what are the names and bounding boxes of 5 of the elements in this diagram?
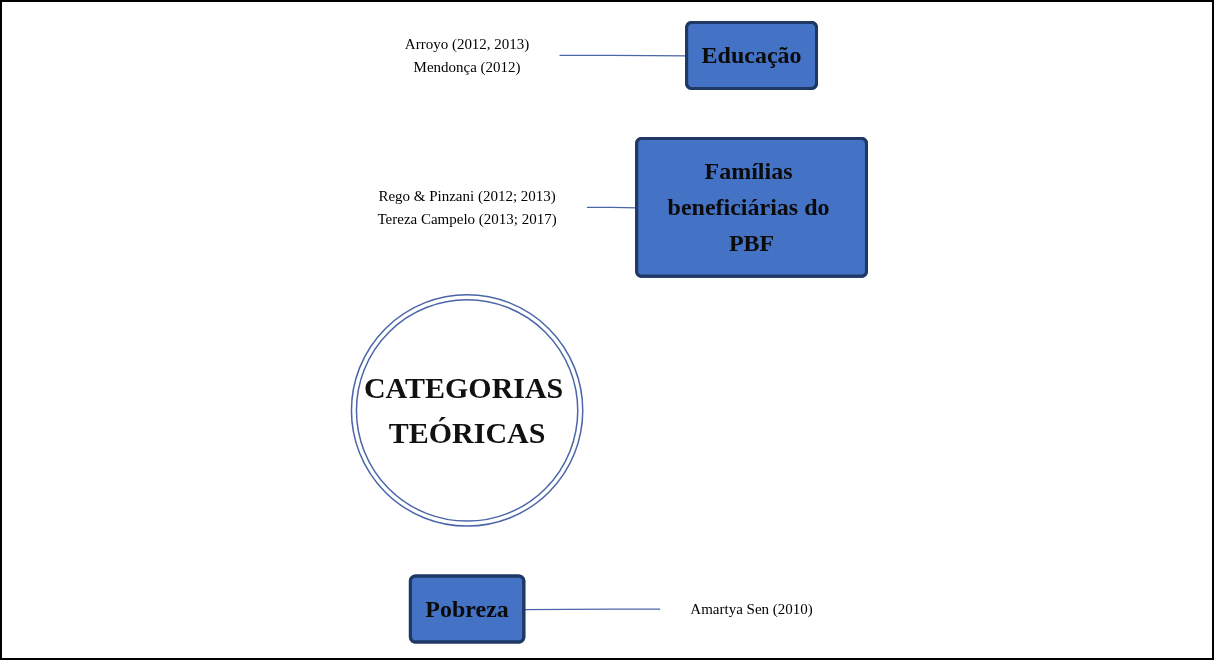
node-circle: CATEGORIAS TEÓRICAS xyxy=(350,294,584,527)
node-text: Amartya Sen (2010) xyxy=(690,600,813,617)
node-text: Rego & Pinzani (2012; 2013) Tereza Campelo (2013; 2017) xyxy=(377,187,557,227)
connector xyxy=(523,608,662,611)
node-text: Arroyo (2012, 2013) Mendonça (2012) xyxy=(404,35,530,75)
